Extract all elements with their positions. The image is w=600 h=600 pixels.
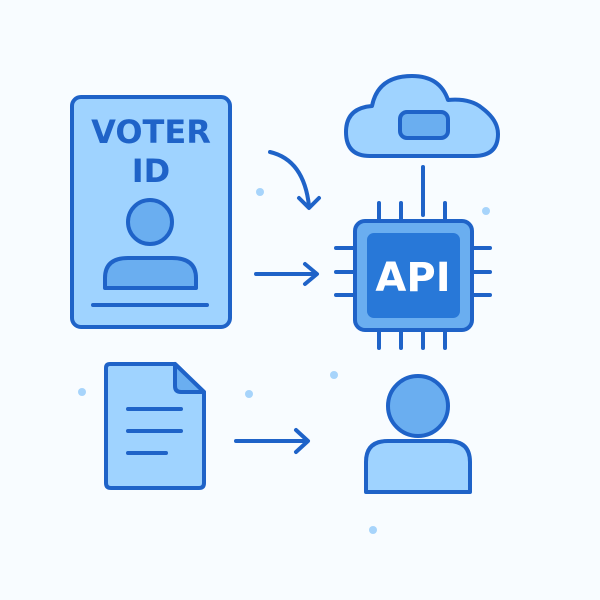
cloud-icon [344, 74, 500, 158]
arrow-right-icon [254, 262, 319, 286]
curved-arrow-icon [268, 150, 321, 210]
decorative-dots [78, 188, 490, 534]
arrow-right-icon [234, 428, 310, 454]
user-icon [364, 374, 472, 494]
api-chip-icon: API [334, 201, 492, 350]
document-icon [104, 362, 206, 490]
api-label: API [375, 255, 450, 301]
voter-id-card-icon: VOTER ID [70, 95, 232, 329]
voter-id-line1: VOTER [91, 113, 211, 151]
voter-id-line2: ID [132, 152, 170, 190]
